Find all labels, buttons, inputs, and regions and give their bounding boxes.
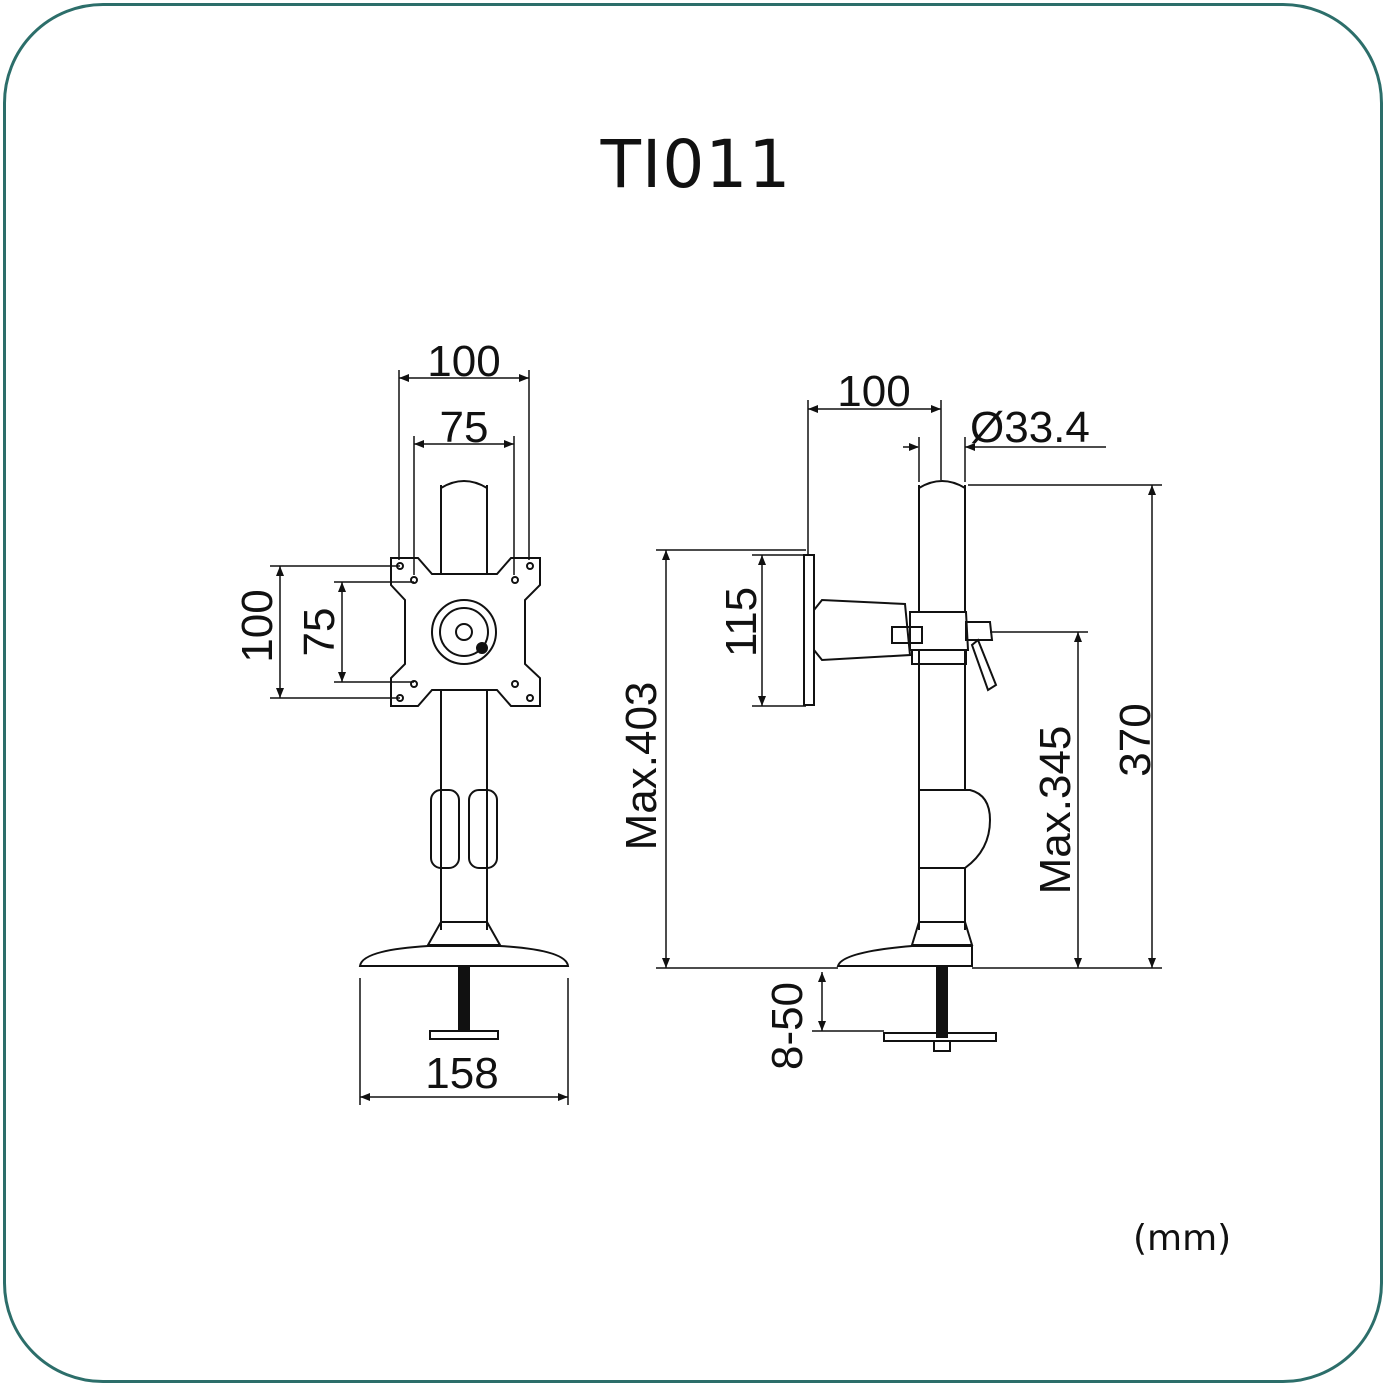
unit-label: (mm): [1133, 1218, 1232, 1259]
outer-frame: [3, 3, 1383, 1383]
dim-side-arm-reach: 100: [837, 367, 910, 416]
dim-side-pole-height: 370: [1111, 703, 1160, 776]
dim-front-height-inner: 75: [295, 608, 344, 657]
side-view-monitor-arm: [803, 480, 998, 1052]
model-title: TI011: [600, 126, 792, 203]
side-view-dimension-lines: [656, 400, 1162, 1032]
front-view-dimension-lines: [270, 370, 569, 1105]
dim-front-base-width: 158: [425, 1049, 498, 1098]
dim-side-pole-diameter: Ø33.4: [970, 403, 1090, 452]
dim-front-top-width-inner: 75: [440, 403, 489, 452]
dim-front-height-outer: 100: [233, 589, 282, 662]
dim-side-max-mount-height: Max.345: [1031, 726, 1080, 895]
front-view-monitor-arm: [358, 480, 570, 1040]
dim-side-plate-height: 115: [717, 587, 766, 657]
dim-side-max-height: Max.403: [617, 682, 666, 851]
dim-front-top-width-outer: 100: [427, 337, 500, 386]
dimension-arrowheads: [276, 374, 1156, 1101]
dim-side-clamp-range: 8-50: [763, 982, 812, 1070]
